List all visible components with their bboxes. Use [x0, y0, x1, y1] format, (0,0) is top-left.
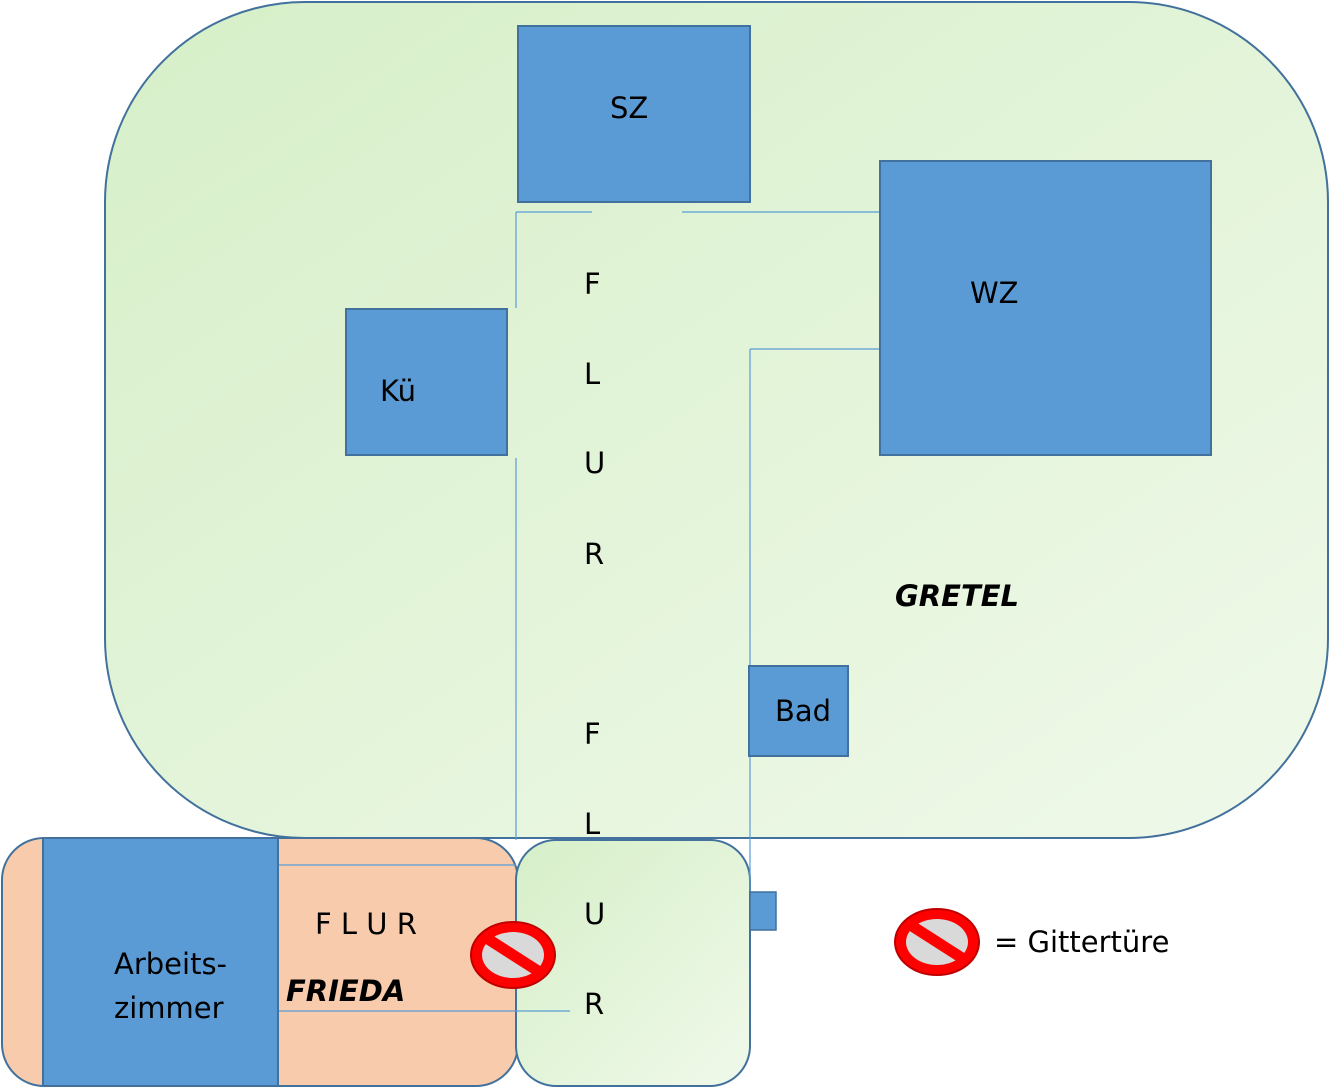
room-sz — [517, 25, 751, 203]
hallway-letter: F — [584, 717, 601, 751]
hallway-letter: U — [584, 446, 605, 480]
hallway-letter: R — [584, 987, 604, 1021]
hallway-lines — [278, 211, 880, 1012]
room-wz-label: WZ — [970, 276, 1019, 310]
hallway-letter: F — [584, 267, 601, 301]
hallway-letter: U — [584, 897, 605, 931]
room-arbeitszimmer-label-2: zimmer — [114, 991, 224, 1025]
room-bad-label: Bad — [775, 694, 831, 728]
hallway-letter: L — [584, 807, 600, 841]
hallway-letter: L — [584, 357, 600, 391]
zone-gretel-label: GRETEL — [895, 579, 1019, 613]
room-bad — [748, 665, 849, 757]
frieda-hallway-label: F L U R — [315, 907, 417, 941]
room-kueche — [345, 308, 508, 456]
room-arbeitszimmer — [42, 837, 279, 1087]
room-arbeitszimmer-label-1: Arbeits- — [114, 947, 227, 981]
room-sz-label: SZ — [610, 91, 648, 125]
zone-frieda-label: FRIEDA — [286, 974, 405, 1008]
room-kueche-label: Kü — [380, 374, 416, 408]
hallway-letter: R — [584, 537, 604, 571]
legend-text: = Gittertüre — [994, 925, 1169, 959]
room-wz — [879, 160, 1212, 456]
legend-no-entry-sign-icon — [894, 908, 980, 976]
small-door-square — [749, 891, 777, 931]
no-entry-sign-icon — [470, 921, 556, 989]
